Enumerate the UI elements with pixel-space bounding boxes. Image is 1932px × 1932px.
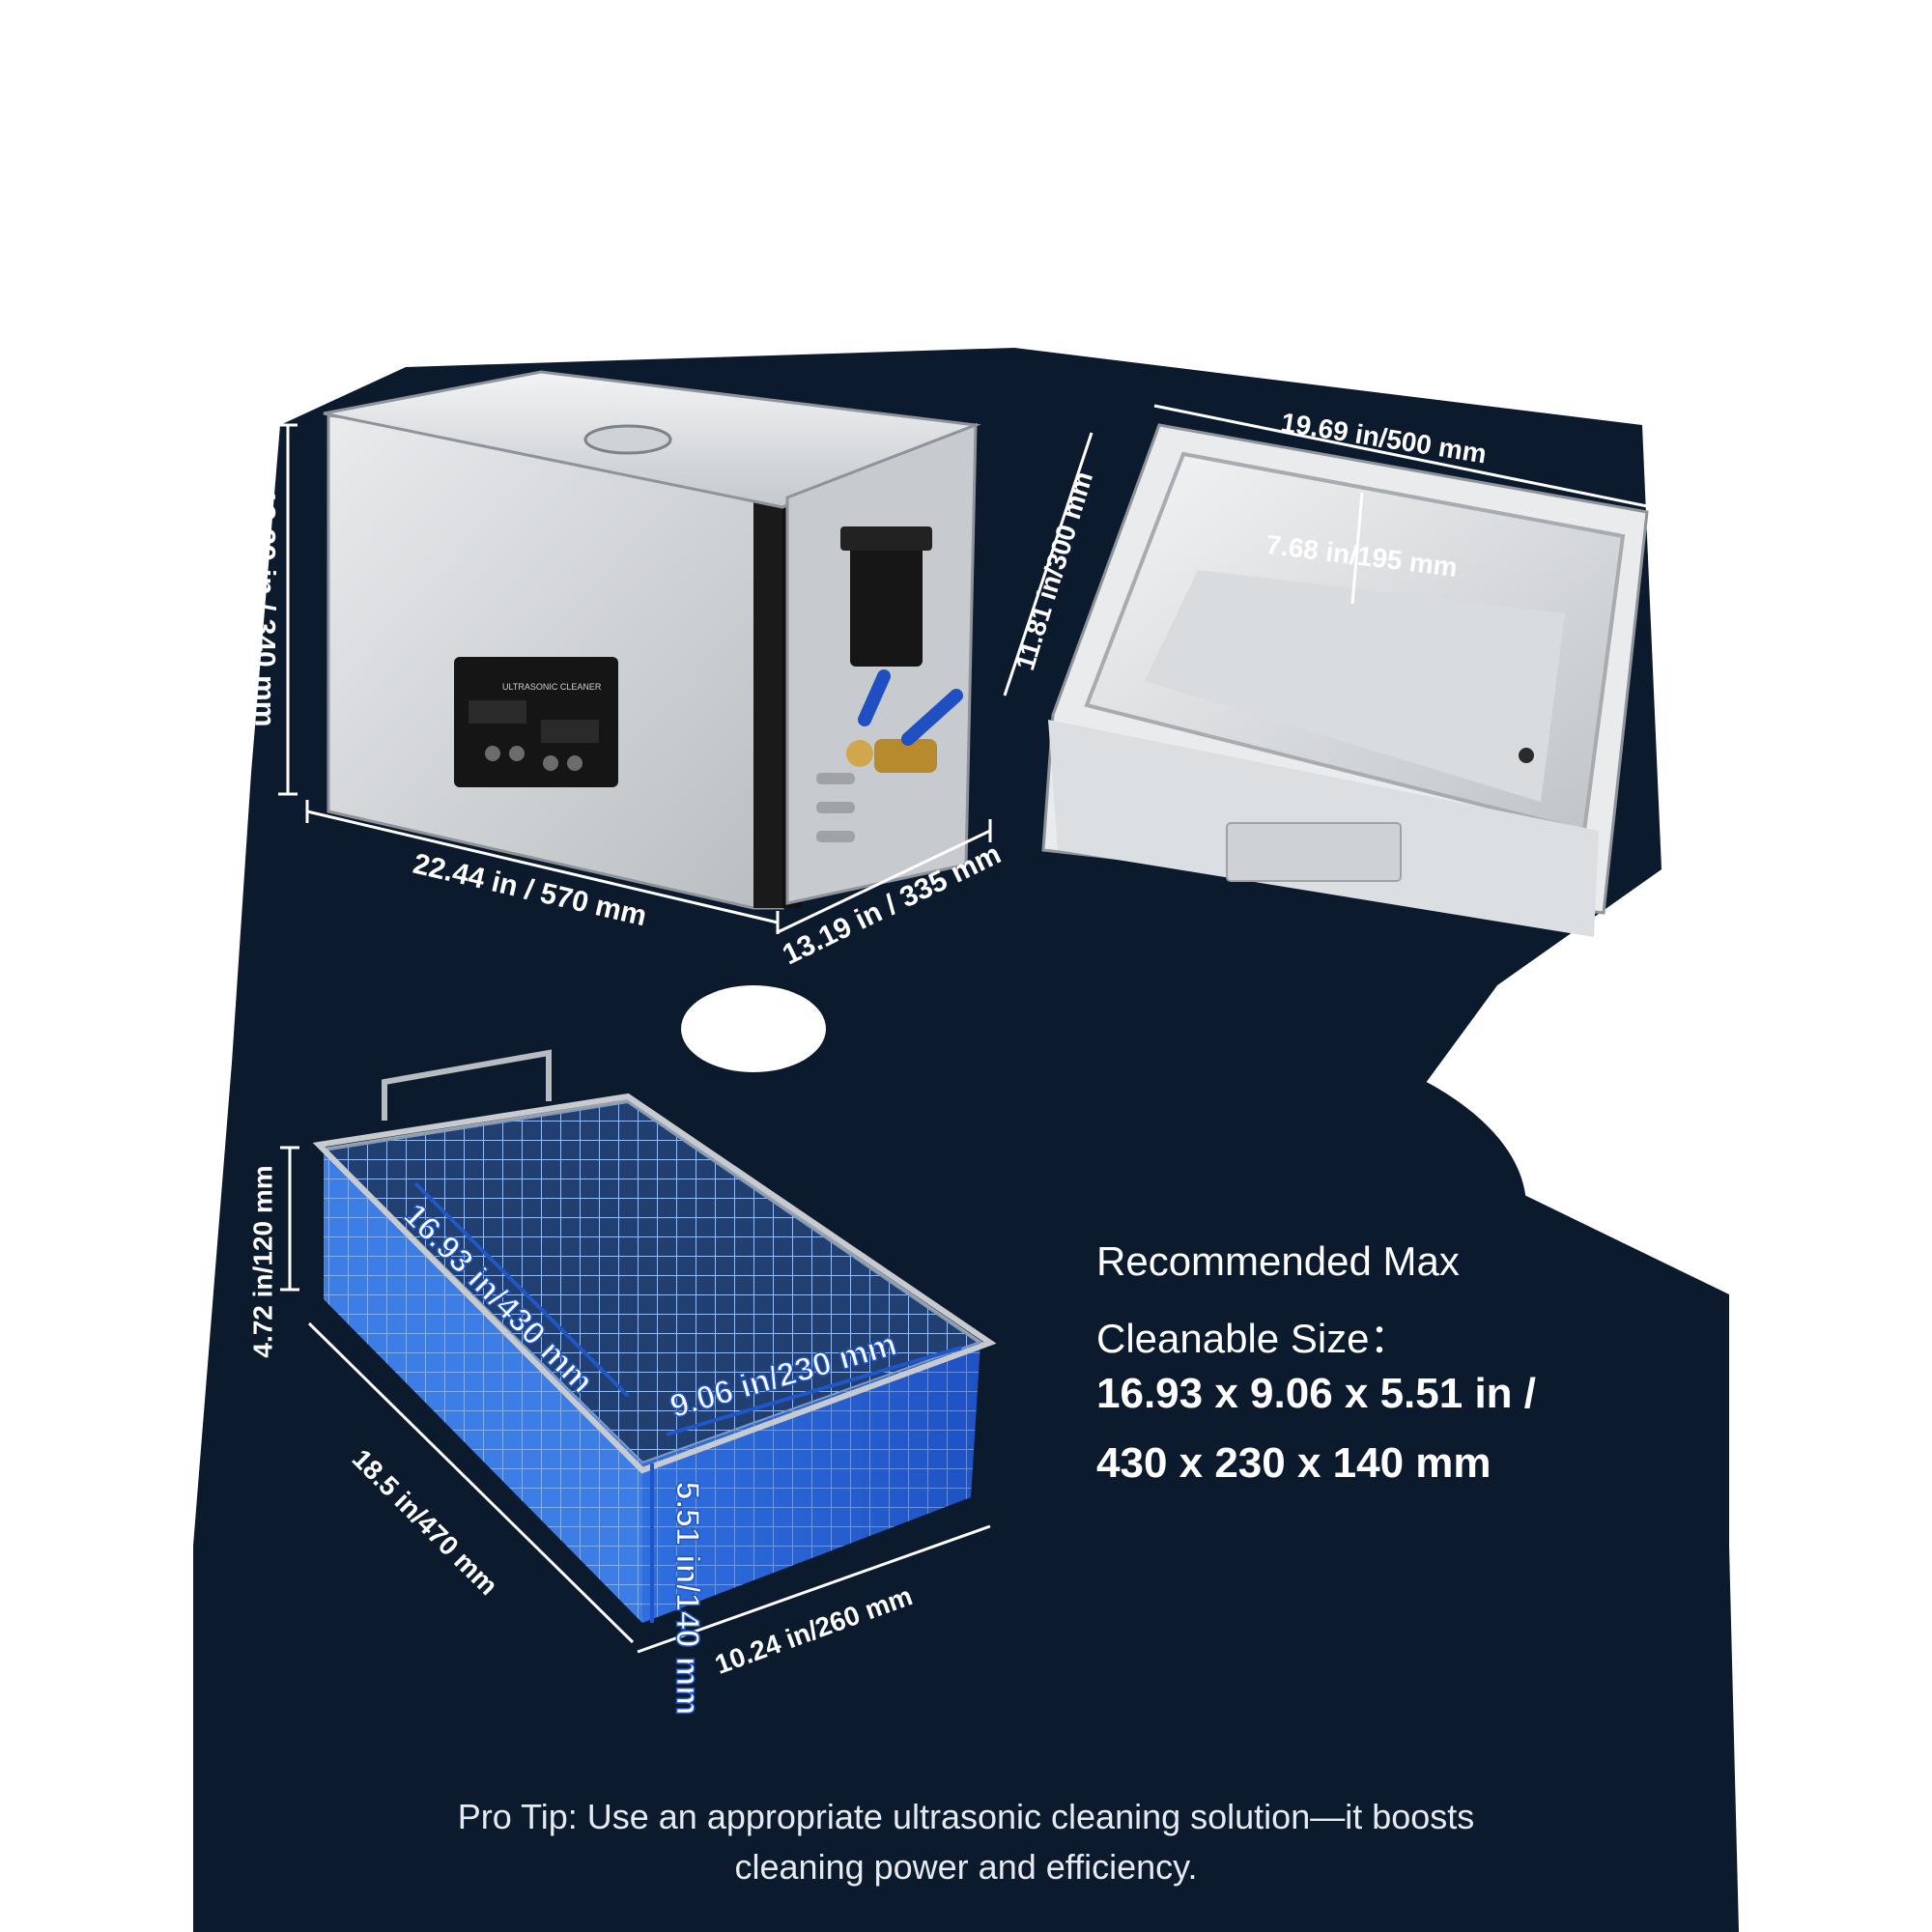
basket-inner-dimension-lines — [413, 1181, 962, 1623]
pro-tip-line-2: cleaning power and efficiency. — [734, 1847, 1198, 1887]
machine-height-label: 13.39 in / 340 mm — [248, 488, 281, 727]
basket — [312, 1049, 997, 1623]
basket-dimension-lines — [280, 1146, 991, 1654]
recommendation-size-in: 16.93 x 9.06 x 5.51 in / — [1096, 1370, 1536, 1417]
machine-dimension-lines — [278, 423, 992, 934]
tank-dimension-lines — [1003, 404, 1653, 696]
recommendation-line-2: Cleanable Size： — [1096, 1316, 1410, 1361]
pro-tip: Pro Tip: Use an appropriate ultrasonic c… — [290, 1792, 1642, 1892]
basket-inner-height-label: 5.51 in/140 mm — [668, 1481, 707, 1716]
panel-label: ULTRASONIC CLEANER — [502, 682, 602, 692]
backdrop-white-spot — [681, 985, 826, 1072]
ultrasonic-machine — [323, 370, 981, 910]
pro-tip-line-1: Pro Tip: Use an appropriate ultrasonic c… — [457, 1797, 1475, 1836]
recommendation-size-mm: 430 x 230 x 140 mm — [1096, 1439, 1492, 1487]
basket-outer-height-label: 4.72 in/120 mm — [247, 1165, 278, 1358]
recommendation-line-1: Recommended Max — [1096, 1238, 1460, 1284]
open-tank — [1041, 423, 1649, 937]
